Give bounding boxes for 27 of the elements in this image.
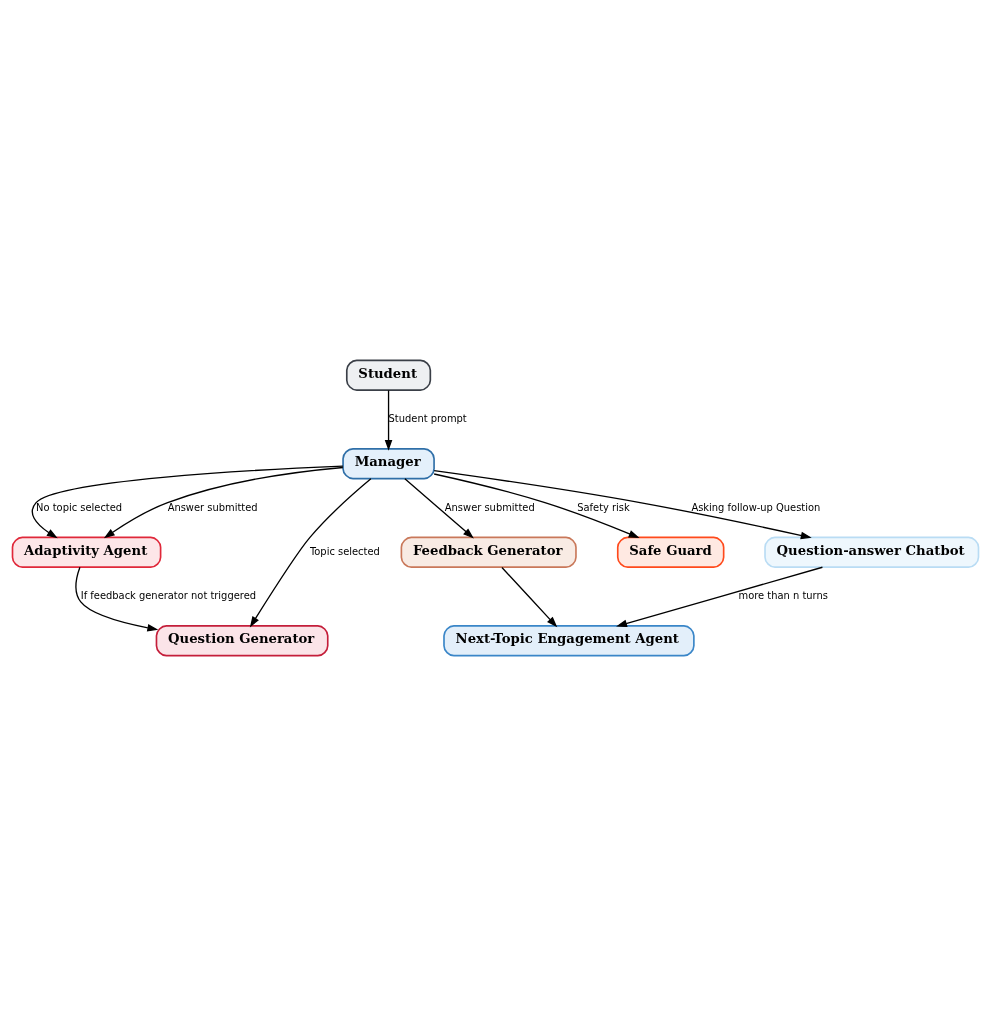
- edge-label: more than n turns: [738, 589, 828, 601]
- arrow: [433, 469, 812, 539]
- node-box: Safe Guard: [616, 536, 725, 568]
- arrow: [501, 566, 558, 627]
- arrow: [75, 566, 159, 632]
- edge-label: Safety risk: [577, 501, 630, 513]
- node-box: Question Generator: [155, 624, 329, 656]
- node-box: Question-answer Chatbot: [764, 536, 980, 568]
- arrow: [433, 472, 640, 538]
- edge-label: No topic selected: [36, 501, 123, 513]
- arrow: [404, 477, 474, 539]
- edge-label: Answer submitted: [167, 501, 258, 513]
- node-box: Student: [345, 359, 432, 391]
- node-box: Adaptivity Agent: [11, 536, 162, 568]
- edge-label: Student prompt: [388, 412, 467, 424]
- node-box: Manager: [342, 447, 435, 479]
- edge-label: If feedback generator not triggered: [80, 589, 257, 601]
- arrow: [384, 389, 393, 451]
- arrow: [31, 465, 344, 538]
- arrow: [616, 566, 824, 627]
- node-box: Feedback Generator: [400, 536, 577, 568]
- edge-label: Asking follow-up Question: [691, 501, 821, 513]
- node-box: Next-Topic Engagement Agent: [443, 624, 695, 656]
- edge-label: Topic selected: [309, 545, 380, 557]
- arrow: [103, 466, 344, 538]
- edge-label: Answer submitted: [444, 501, 535, 513]
- arrow: [249, 477, 372, 627]
